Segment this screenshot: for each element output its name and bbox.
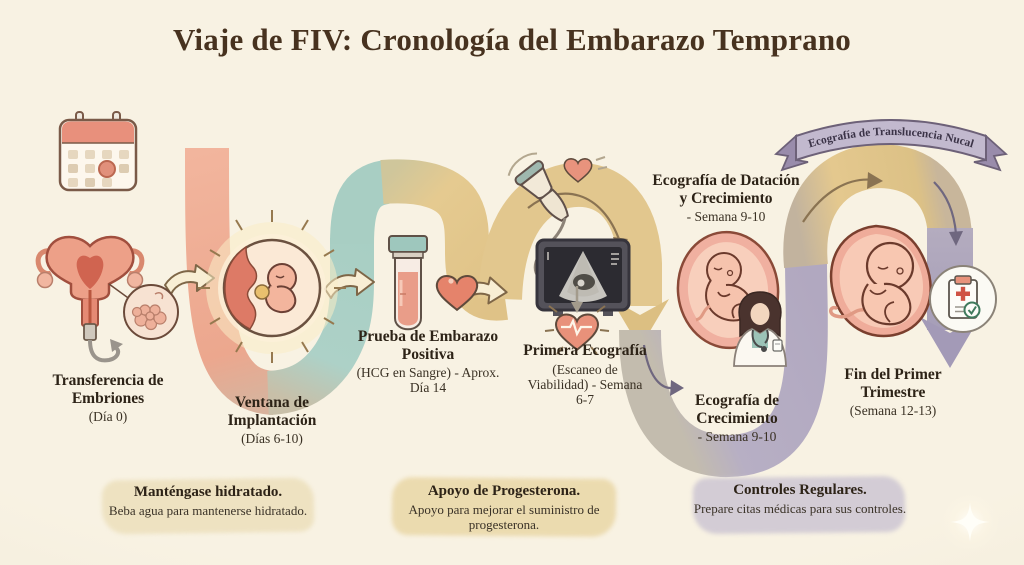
motion-dashes [595, 156, 608, 170]
milestone-title: Prueba de Embarazo Positiva [357, 328, 499, 363]
milestone-label-pregnancy-test: Prueba de Embarazo Positiva (HCG en Sang… [355, 328, 501, 396]
calendar-marked-day [98, 160, 116, 178]
gold-arrowhead [611, 299, 669, 348]
milestone-subtitle: - Semana 9-10 [697, 429, 777, 444]
milestone-title: Fin del Primer Trimestre [844, 366, 942, 401]
milestone-subtitle: - Semana 9-10 [686, 209, 766, 224]
note-body: Prepare citas médicas para sus controles… [693, 500, 907, 516]
doctor-icon [733, 291, 787, 367]
milestone-label-first-trimester-end: Fin del Primer Trimestre (Semana 12-13) [812, 366, 974, 418]
embryo-icon [254, 263, 297, 314]
nuchal-banner-ribbon: Ecografía de Translucencia Nucal [774, 119, 1008, 172]
milestone-subtitle: (Escaneo de Viabilidad) - Semana 6-7 [527, 361, 643, 408]
calendar-icon [58, 111, 138, 192]
milestone-label-growth-scan: Ecografía de Crecimiento - Semana 9-10 [655, 392, 819, 444]
milestone-label-first-ultrasound: Primera Ecografía (Escaneo de Viabilidad… [522, 342, 648, 407]
note-title: Controles Regulares. [733, 482, 867, 498]
note-body: Beba agua para mantenerse hidratado. [108, 502, 308, 518]
sparkle-icon [940, 492, 1000, 552]
milestone-title: Primera Ecografía [523, 342, 647, 359]
heart-gloss [448, 278, 454, 284]
note-title: Manténgase hidratado. [133, 484, 283, 500]
catheter-icon [83, 323, 97, 341]
note-hydration: Manténgase hidratado. Beba agua para man… [96, 484, 320, 518]
milestone-subtitle: (Semana 12-13) [849, 403, 937, 418]
page-title: Viaje de FIV: Cronología del Embarazo Te… [172, 22, 852, 57]
ultrasound-monitor-icon [535, 238, 631, 316]
milestone-label-implantation-window: Ventana de Implantación (Días 6-10) [192, 394, 352, 446]
milestone-title: Transferencia de Embriones [52, 372, 164, 407]
blood-test-tube-icon [388, 235, 428, 331]
heartbeat-heart-icon [544, 305, 610, 355]
milestone-label-dating-scan: Ecografía de Datación y Crecimiento - Se… [652, 172, 800, 224]
timeline-ribbon [185, 143, 980, 477]
note-title: Apoyo de Progesterona. [427, 483, 581, 499]
milestone-subtitle: (Día 0) [88, 409, 128, 424]
uterus-embryo-transfer-icon [35, 235, 179, 363]
ultrasound-probe-icon [507, 152, 569, 222]
medical-checklist-icon [929, 265, 997, 333]
note-checkups: Controles Regulares. Prepare citas médic… [690, 482, 910, 516]
milestone-subtitle: (HCG en Sangre) - Aprox. Día 14 [356, 365, 500, 396]
milestone-title: Ecografía de Datación y Crecimiento [652, 172, 800, 207]
implantation-icon [198, 210, 346, 363]
milestone-title: Ecografía de Crecimiento [695, 392, 779, 427]
note-body: Apoyo para mejorar el suministro de prog… [408, 501, 600, 533]
milestone-label-embryo-transfer: Transferencia de Embriones (Día 0) [42, 372, 174, 424]
blastocyst-icon [123, 284, 179, 340]
milestone-subtitle: (Días 6-10) [241, 431, 303, 446]
sun-rays [198, 210, 346, 363]
fetus-week12-icon [829, 224, 932, 338]
milestone-title: Ventana de Implantación [227, 394, 317, 429]
note-progesterone: Apoyo de Progesterona. Apoyo para mejora… [393, 483, 615, 532]
down-arrow-icon [571, 286, 583, 313]
